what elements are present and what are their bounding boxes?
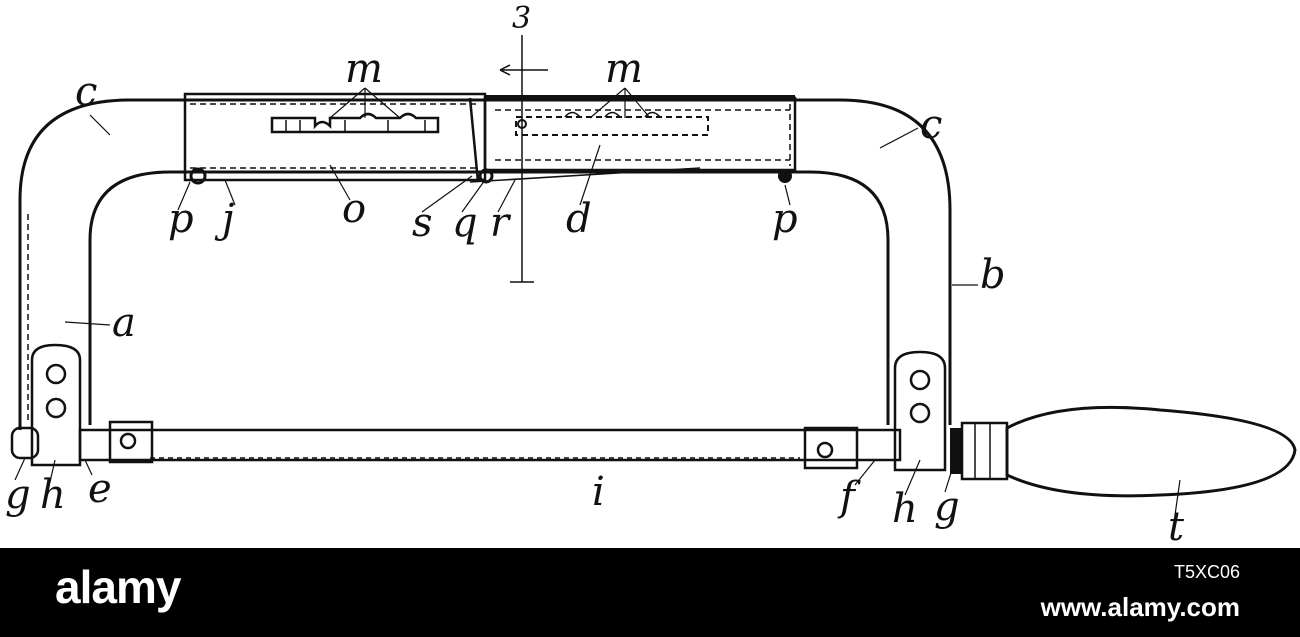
saw-blade [10, 420, 902, 470]
pin-right [778, 169, 792, 183]
reference-labels: 3 m m c c p j o s q r d p b a g h e i f … [5, 1, 1185, 548]
image-id: T5XC06 [1173, 562, 1240, 582]
pin-left [189, 167, 207, 185]
watermark-bar: alamy T5XC06 www.alamy.com [0, 548, 1300, 637]
notched-slot-right [515, 111, 709, 136]
leader-lines [14, 87, 1181, 516]
label-j: j [214, 196, 234, 242]
label-b: b [980, 252, 1006, 298]
label-a: a [112, 300, 136, 346]
label-p-right: p [772, 196, 798, 242]
left-end-plate [30, 343, 82, 467]
label-h-right: h [892, 486, 918, 532]
section-line [499, 35, 548, 283]
label-g-left: g [5, 472, 31, 518]
hacksaw-patent-drawing: 3 m m c c p j o s q r d p b a g h e i f … [5, 1, 1297, 548]
alamy-logo: alamy [55, 561, 181, 613]
label-e: e [88, 466, 112, 512]
label-c-left: c [75, 69, 97, 115]
label-h-left: h [40, 472, 66, 518]
saw-handle [950, 405, 1297, 498]
label-s: s [412, 200, 433, 246]
label-c-right: c [920, 102, 942, 148]
label-t: t [1168, 504, 1185, 548]
label-f: f [837, 474, 861, 520]
label-i: i [592, 469, 605, 515]
label-r: r [490, 200, 512, 246]
notched-slot-left [270, 112, 440, 134]
right-end-plate [893, 350, 947, 472]
label-m-left: m [345, 46, 383, 92]
label-m-right: m [605, 46, 643, 92]
label-d: d [566, 196, 592, 242]
label-section-3: 3 [512, 1, 531, 36]
top-sleeve [183, 92, 797, 183]
label-g-right: g [934, 484, 960, 530]
label-q: q [452, 200, 478, 246]
pin-center [478, 168, 494, 184]
site-url: www.alamy.com [1040, 592, 1240, 622]
